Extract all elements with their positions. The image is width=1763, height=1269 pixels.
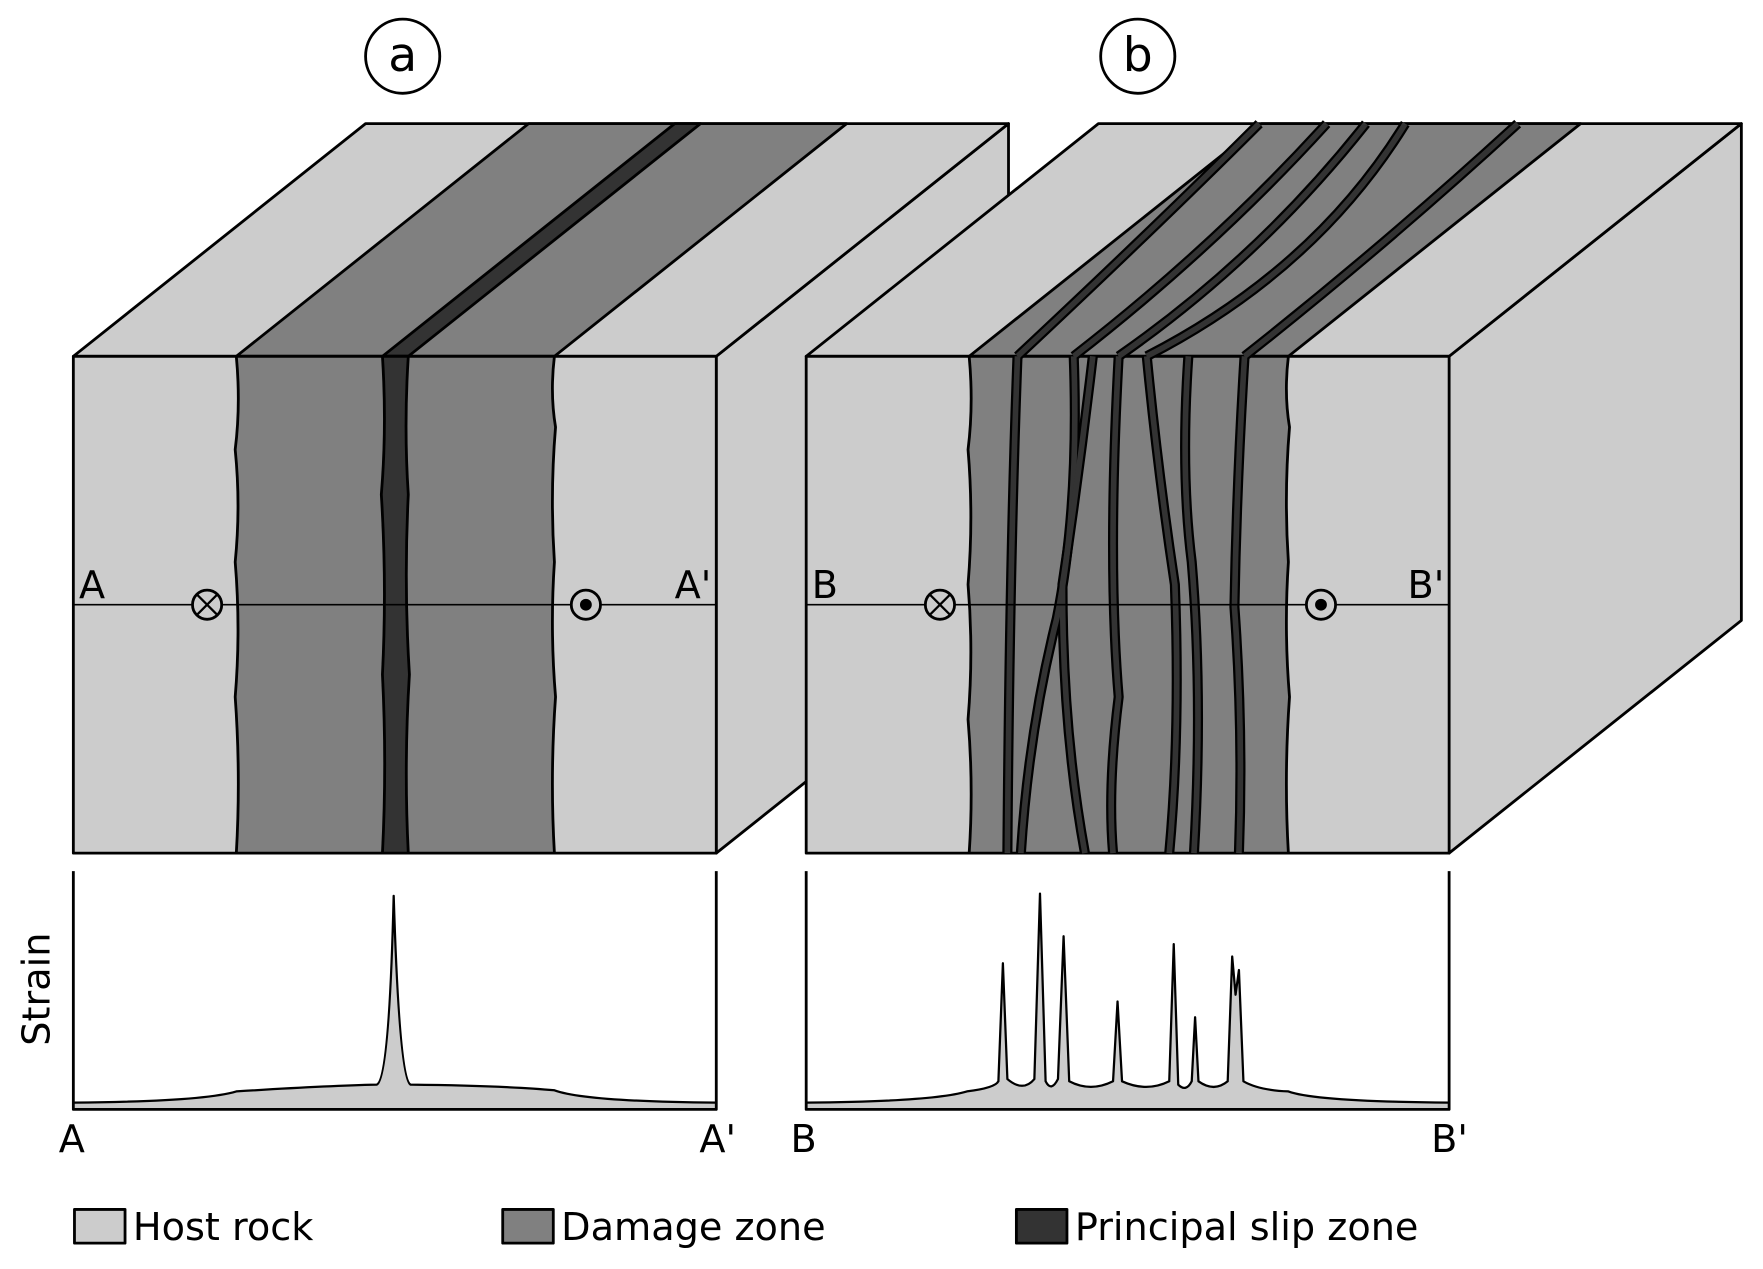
strain-profile-a — [71, 871, 718, 1111]
legend-slip-label: Principal slip zone — [1075, 1206, 1419, 1250]
block-a — [71, 122, 1010, 855]
section-a-start: A — [79, 564, 105, 608]
legend-swatch-damage — [501, 1208, 555, 1245]
legend-damage-label: Damage zone — [561, 1206, 826, 1250]
into-page-icon — [191, 588, 224, 621]
profile-b-start: B — [790, 1118, 816, 1162]
profile-a-start: A — [59, 1118, 85, 1162]
section-a-end: A' — [675, 564, 712, 608]
panel-a-circle — [364, 17, 442, 95]
out-of-page-icon — [569, 588, 602, 621]
profile-a-end: A' — [699, 1118, 736, 1162]
profile-b-end: B' — [1431, 1118, 1468, 1162]
section-b-end: B' — [1408, 564, 1445, 608]
out-of-page-icon — [1304, 588, 1338, 621]
panel-a-label: a — [388, 28, 417, 83]
panel-b-circle — [1099, 17, 1177, 95]
slip-strands — [1002, 119, 1522, 855]
block-b — [804, 119, 1743, 855]
strain-profile-b — [804, 871, 1451, 1111]
legend-swatch-host — [73, 1208, 127, 1245]
section-b-start: B — [812, 564, 838, 608]
legend-swatch-slip — [1014, 1208, 1069, 1245]
strain-axis-label: Strain — [16, 933, 60, 1046]
into-page-icon — [923, 588, 956, 621]
panel-b-label: b — [1123, 28, 1153, 83]
legend-host-label: Host rock — [133, 1206, 314, 1250]
